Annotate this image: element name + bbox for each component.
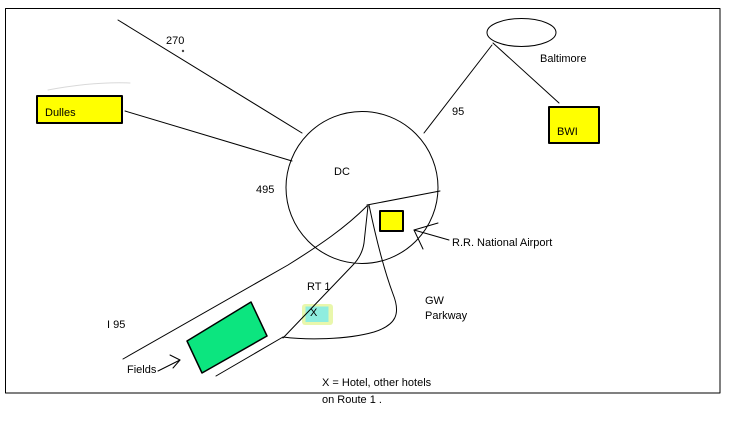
fields-label: Fields bbox=[127, 364, 157, 376]
legend-line1: X = Hotel, other hotels bbox=[322, 377, 432, 389]
rt1-line bbox=[282, 205, 369, 339]
dulles-access-line bbox=[124, 110, 293, 162]
gw-parkway-label-line2: Parkway bbox=[425, 310, 468, 322]
i95-north-line bbox=[423, 44, 493, 134]
rt1-label: RT 1 bbox=[307, 281, 331, 293]
dc-label: DC bbox=[334, 166, 350, 178]
hotel-x-label: X bbox=[310, 307, 318, 319]
national-airport-arrow bbox=[413, 222, 450, 250]
beltway-495-label: 495 bbox=[256, 184, 275, 196]
legend-line2: on Route 1 . bbox=[322, 394, 382, 406]
dulles-box bbox=[36, 95, 123, 124]
bwi-label: BWI bbox=[557, 126, 578, 138]
smudge-artifact bbox=[47, 82, 131, 91]
i95-south-label: I 95 bbox=[107, 319, 126, 331]
potomac-bridge-line bbox=[366, 190, 441, 206]
route-270-line bbox=[117, 19, 303, 134]
drawing-border bbox=[5, 8, 721, 394]
baltimore-ellipse bbox=[486, 18, 557, 47]
stray-dot bbox=[181, 49, 185, 53]
i95-north-label: 95 bbox=[452, 106, 465, 118]
i95-south-lower-line bbox=[215, 336, 284, 377]
bwi-access-line bbox=[492, 42, 560, 104]
dc-beltway-circle bbox=[285, 111, 439, 264]
national-airport-label: R.R. National Airport bbox=[452, 237, 553, 249]
fields-polygon bbox=[186, 301, 268, 374]
fields-arrow bbox=[157, 354, 181, 372]
hotel-x-box bbox=[305, 306, 329, 322]
gw-parkway-label-line1: GW bbox=[425, 295, 444, 307]
baltimore-label: Baltimore bbox=[540, 53, 587, 65]
bwi-box bbox=[548, 106, 600, 144]
dulles-label: Dulles bbox=[45, 107, 76, 119]
i95-south-upper-line bbox=[122, 205, 368, 360]
gw-parkway-loop bbox=[282, 204, 397, 340]
national-airport-box bbox=[379, 210, 404, 232]
route-270-label: 270 bbox=[166, 35, 185, 47]
